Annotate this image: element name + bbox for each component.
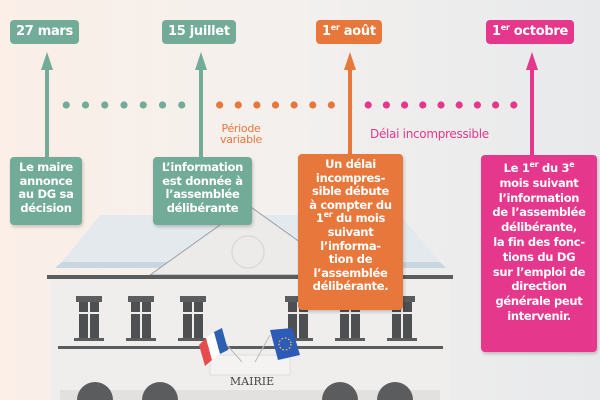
- timeline-dot: [419, 101, 427, 109]
- eu-flag-icon: [254, 328, 300, 363]
- timeline-dot: [510, 101, 518, 109]
- date-1er-aout: 1er août: [316, 20, 382, 44]
- date-1er-octobre: 1er octobre: [486, 20, 574, 44]
- timeline-dot: [473, 101, 481, 109]
- timeline-dot: [327, 101, 335, 109]
- delai-incompressible-label: Délai incompressible: [370, 127, 489, 141]
- cornice: [47, 275, 453, 279]
- arrow-15-juillet: [199, 58, 203, 158]
- timeline-dot: [101, 101, 109, 109]
- arrow-27-mars: [45, 58, 49, 158]
- timeline-dot: [81, 101, 90, 109]
- timeline-dot: [382, 101, 390, 109]
- arrow-1er-aout: [348, 58, 352, 156]
- window: [74, 296, 104, 341]
- timeline-dot: [401, 101, 409, 109]
- timeline-dot: [364, 101, 372, 109]
- timeline-dot: [253, 101, 261, 109]
- timeline-dot: [271, 101, 280, 109]
- date-27-mars: 27 mars: [10, 20, 79, 44]
- timeline-dot: [309, 101, 317, 109]
- timeline-dot: [455, 101, 463, 109]
- timeline-dot: [62, 101, 70, 109]
- timeline-dot: [216, 101, 224, 109]
- arrow-heads: [41, 52, 538, 70]
- timeline-dot: [158, 101, 167, 109]
- timeline-dot: [178, 101, 186, 109]
- timeline-dot: [290, 101, 298, 109]
- timeline-dot: [234, 101, 242, 109]
- arrow-1er-octobre: [530, 58, 534, 158]
- timeline-dot: [139, 101, 147, 109]
- timeline-dot: [120, 101, 128, 109]
- window: [178, 296, 208, 341]
- timeline-dot: [437, 101, 445, 109]
- window: [126, 296, 156, 341]
- french-flag-icon: [199, 328, 243, 366]
- date-15-juillet: 15 juillet: [162, 20, 236, 44]
- timeline-dot: [492, 101, 500, 109]
- mairie-sign: MAIRIE: [229, 375, 275, 388]
